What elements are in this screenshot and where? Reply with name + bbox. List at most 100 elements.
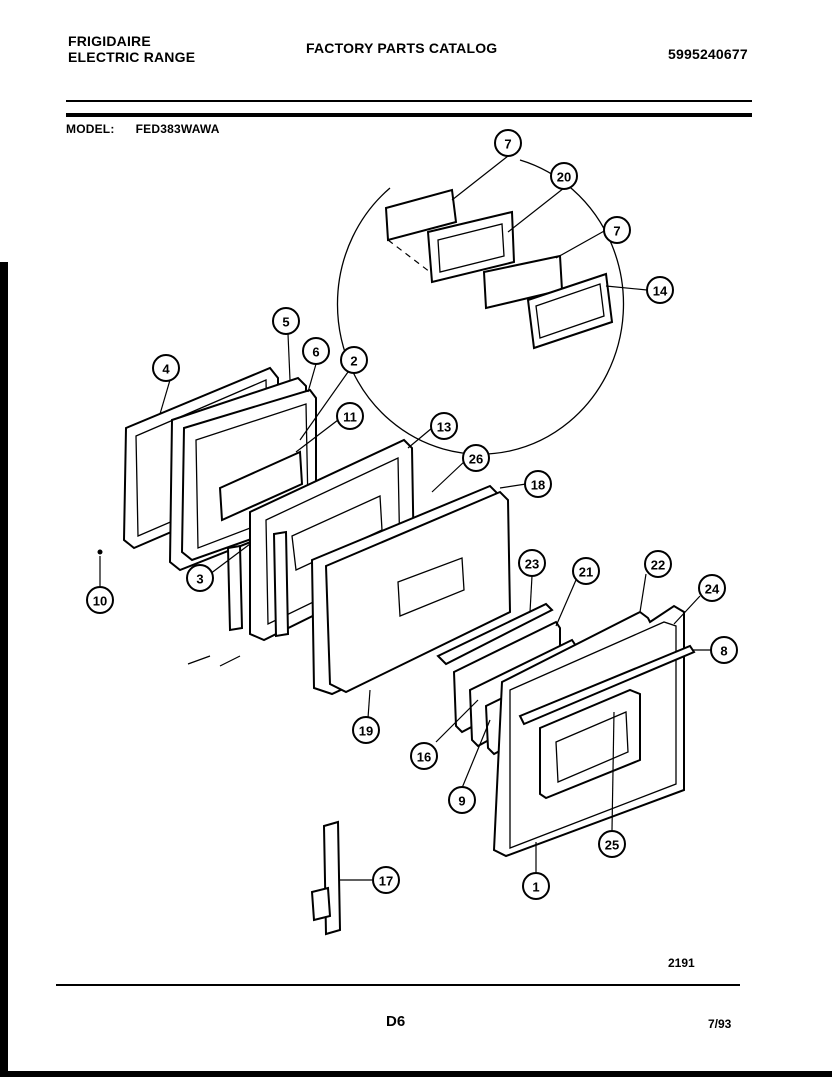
callout-circle [603, 216, 631, 244]
callout-circle [272, 307, 300, 335]
catalog-title: FACTORY PARTS CATALOG [306, 40, 498, 56]
callout-6: 6 [302, 337, 330, 365]
callout-circle [448, 786, 476, 814]
callout-21: 21 [572, 557, 600, 585]
callout-26: 26 [462, 444, 490, 472]
callout-11: 11 [336, 402, 364, 430]
callout-circle [152, 354, 180, 382]
callout-circle [352, 716, 380, 744]
screws [97, 549, 241, 667]
callout-19: 19 [352, 716, 380, 744]
callout-circle [494, 129, 522, 157]
glass-strip-23 [436, 602, 554, 666]
hinge-assembly [310, 820, 342, 936]
callout-3: 3 [186, 564, 214, 592]
callout-circle [518, 549, 546, 577]
callout-circle [462, 444, 490, 472]
callout-25: 25 [598, 830, 626, 858]
footer-rule [56, 984, 740, 986]
door-liner [310, 484, 512, 696]
callout-number: 11 [343, 410, 357, 425]
callout-circle [372, 866, 400, 894]
model-label: MODEL: [66, 122, 115, 136]
brand-name: FRIGIDAIRE [68, 33, 151, 49]
callout-8: 8 [710, 636, 738, 664]
detail-view [336, 159, 625, 455]
callout-number: 25 [605, 838, 619, 853]
model-line: MODEL: FED383WAWA [66, 121, 220, 137]
callout-circle [550, 162, 578, 190]
header-rule-thin [66, 100, 752, 102]
callout-22: 22 [644, 550, 672, 578]
callout-number: 21 [579, 565, 593, 580]
callout-number: 18 [531, 478, 545, 493]
callout-4: 4 [152, 354, 180, 382]
callout-number: 3 [196, 572, 203, 587]
hinge-left [226, 544, 244, 632]
product-type: ELECTRIC RANGE [68, 49, 196, 65]
callout-number: 2 [350, 354, 357, 369]
callout-13: 13 [430, 412, 458, 440]
callout-number: 24 [705, 582, 720, 597]
callout-circle [710, 636, 738, 664]
hinge-right [272, 530, 290, 638]
callout-10: 10 [86, 586, 114, 614]
callout-number: 7 [504, 137, 511, 152]
callout-circle [524, 470, 552, 498]
callout-circle [572, 557, 600, 585]
callout-number: 10 [93, 594, 107, 609]
callout-number: 13 [437, 420, 451, 435]
callout-7: 7 [494, 129, 522, 157]
gasket-frame-upper [426, 210, 516, 284]
callout-number: 9 [458, 794, 465, 809]
model-number: FED383WAWA [135, 122, 220, 136]
leader-lines [99, 155, 712, 881]
callout-circle [186, 564, 214, 592]
callout-number: 22 [651, 558, 665, 573]
callout-23: 23 [518, 549, 546, 577]
callout-number: 1 [532, 880, 539, 895]
callout-number: 17 [379, 874, 393, 889]
callout-number: 6 [312, 345, 319, 360]
callout-14: 14 [646, 276, 674, 304]
callout-circle [340, 346, 368, 374]
callout-2: 2 [340, 346, 368, 374]
latch-block [218, 450, 304, 522]
catalog-number: 5995240677 [668, 46, 748, 62]
callout-number: 8 [720, 644, 727, 659]
callout-number: 16 [417, 750, 431, 765]
outer-door [492, 604, 696, 858]
callout-number: 5 [282, 315, 289, 330]
callout-number: 20 [557, 170, 571, 185]
callout-17: 17 [372, 866, 400, 894]
revision-date: 7/93 [708, 1017, 732, 1031]
callout-number: 7 [613, 224, 620, 239]
callout-18: 18 [524, 470, 552, 498]
scan-edge-left [0, 262, 8, 1077]
scan-edge-bottom [0, 1071, 832, 1077]
callout-number: 19 [359, 724, 373, 739]
page-code: D6 [386, 1013, 406, 1030]
drawing-code: 2191 [668, 956, 695, 970]
callout-circle [644, 550, 672, 578]
callout-circle [86, 586, 114, 614]
callout-5: 5 [272, 307, 300, 335]
liner-window [397, 557, 465, 617]
callout-circle [336, 402, 364, 430]
gasket-frame-lower [526, 272, 614, 350]
callout-9: 9 [448, 786, 476, 814]
glass-pane-top [384, 188, 458, 242]
callout-number: 23 [525, 557, 539, 572]
callout-20: 20 [550, 162, 578, 190]
callout-16: 16 [410, 742, 438, 770]
callout-1: 1 [522, 872, 550, 900]
callout-circle [646, 276, 674, 304]
callout-circle [598, 830, 626, 858]
callout-number: 26 [469, 452, 483, 467]
callout-24: 24 [698, 574, 726, 602]
callout-circle [302, 337, 330, 365]
callout-circle [522, 872, 550, 900]
callout-circle [410, 742, 438, 770]
